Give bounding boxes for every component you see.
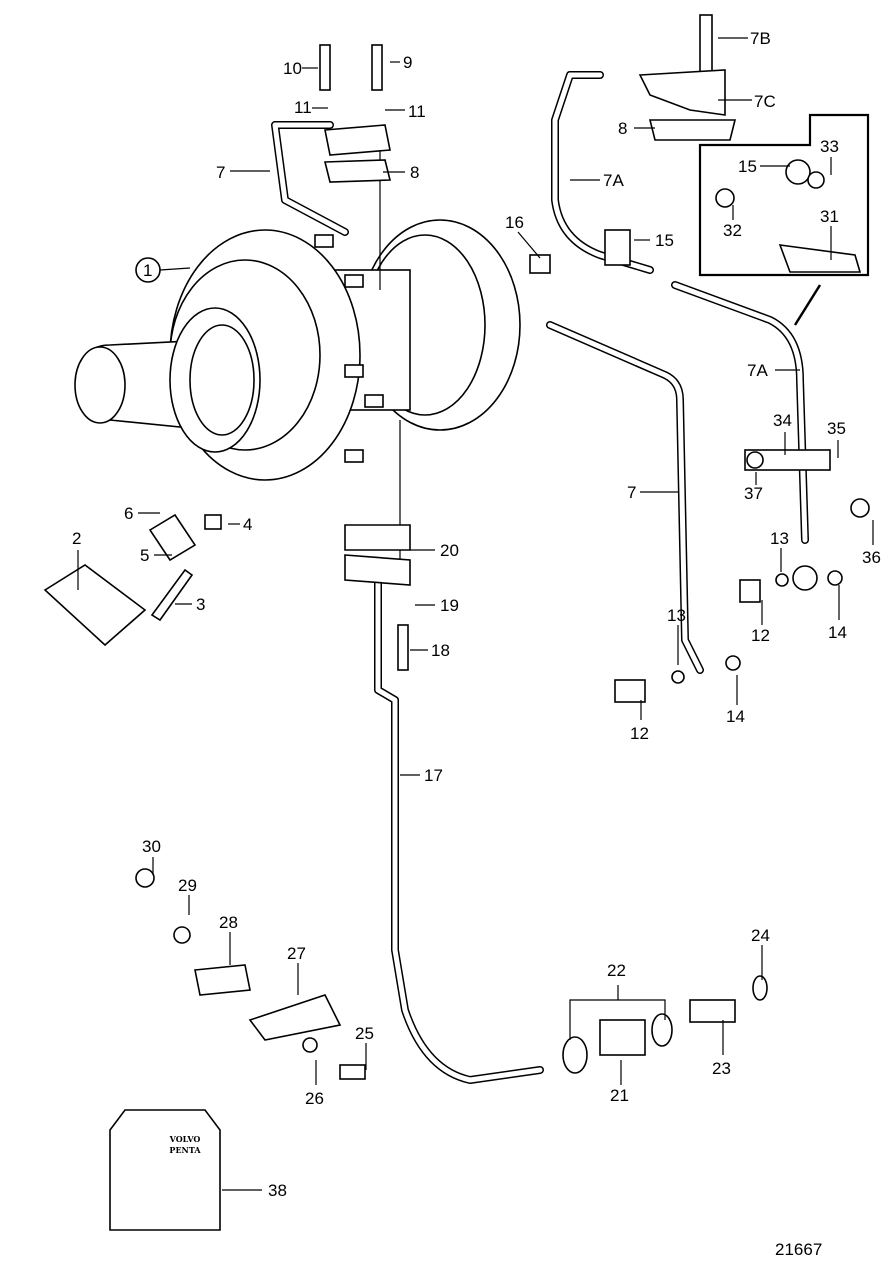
- leader-line: [517, 231, 541, 259]
- callout-label: 13: [667, 606, 686, 625]
- callout-label: 14: [828, 623, 847, 642]
- callout-circle: [135, 257, 161, 283]
- callout-label: 13: [770, 529, 789, 548]
- leader-line: [159, 267, 191, 271]
- callout-label: 34: [773, 411, 792, 430]
- callout-label: 12: [751, 626, 770, 645]
- figure-number: 21667: [775, 1240, 822, 1259]
- callout-label: 35: [827, 419, 846, 438]
- callout-label: 31: [820, 207, 839, 226]
- pipes: [271, 71, 809, 1084]
- callout-label: 3: [196, 595, 205, 614]
- callout-label: 28: [219, 913, 238, 932]
- callout-label: 36: [862, 548, 881, 567]
- callout-label: 7: [627, 483, 636, 502]
- callout-label: 18: [431, 641, 450, 660]
- callout-label: 37: [744, 484, 763, 503]
- callout-label: 8: [618, 119, 627, 138]
- small-parts: VOLVO PENTA: [43, 14, 870, 1231]
- callout-label: 9: [403, 53, 412, 72]
- callout-label: 32: [723, 221, 742, 240]
- callout-label: 7C: [754, 92, 776, 111]
- callout-label: 25: [355, 1024, 374, 1043]
- callout-label: 29: [178, 876, 197, 895]
- callout-label: 14: [726, 707, 745, 726]
- callout-label: 23: [712, 1059, 731, 1078]
- callout-label: 24: [751, 926, 770, 945]
- callout-label: 8: [410, 163, 419, 182]
- callout-label: 21: [610, 1086, 629, 1105]
- callout-label: 2: [72, 529, 81, 548]
- callout-label: 7: [216, 163, 225, 182]
- callout-label: 19: [440, 596, 459, 615]
- callout-label: 7A: [603, 171, 624, 190]
- callout-label: 6: [124, 504, 133, 523]
- volvo-penta-logo: PENTA: [169, 1145, 201, 1155]
- leader-lines: [77, 37, 874, 1191]
- callout-label: 11: [294, 98, 312, 117]
- callout-label: 5: [140, 546, 149, 565]
- volvo-penta-logo: VOLVO: [169, 1134, 201, 1144]
- callout-label: 15: [738, 157, 757, 176]
- callout-label: 22: [607, 961, 626, 980]
- callout-label: 7A: [747, 361, 768, 380]
- turbocharger: [74, 219, 521, 481]
- callout-label: 33: [820, 137, 839, 156]
- callout-label: 1: [143, 261, 152, 280]
- callout-label: 10: [283, 59, 302, 78]
- callout-label: 30: [142, 837, 161, 856]
- callout-label: 15: [655, 231, 674, 250]
- callout-label: 7B: [750, 29, 771, 48]
- callout-label: 38: [268, 1181, 287, 1200]
- callout-label: 11: [408, 102, 426, 121]
- callout-label: 12: [630, 724, 649, 743]
- callout-label: 27: [287, 944, 306, 963]
- callout-label: 17: [424, 766, 443, 785]
- callout-label: 20: [440, 541, 459, 560]
- callout-label: 4: [243, 515, 252, 534]
- callout-label: 26: [305, 1089, 324, 1108]
- callout-label: 16: [505, 213, 524, 232]
